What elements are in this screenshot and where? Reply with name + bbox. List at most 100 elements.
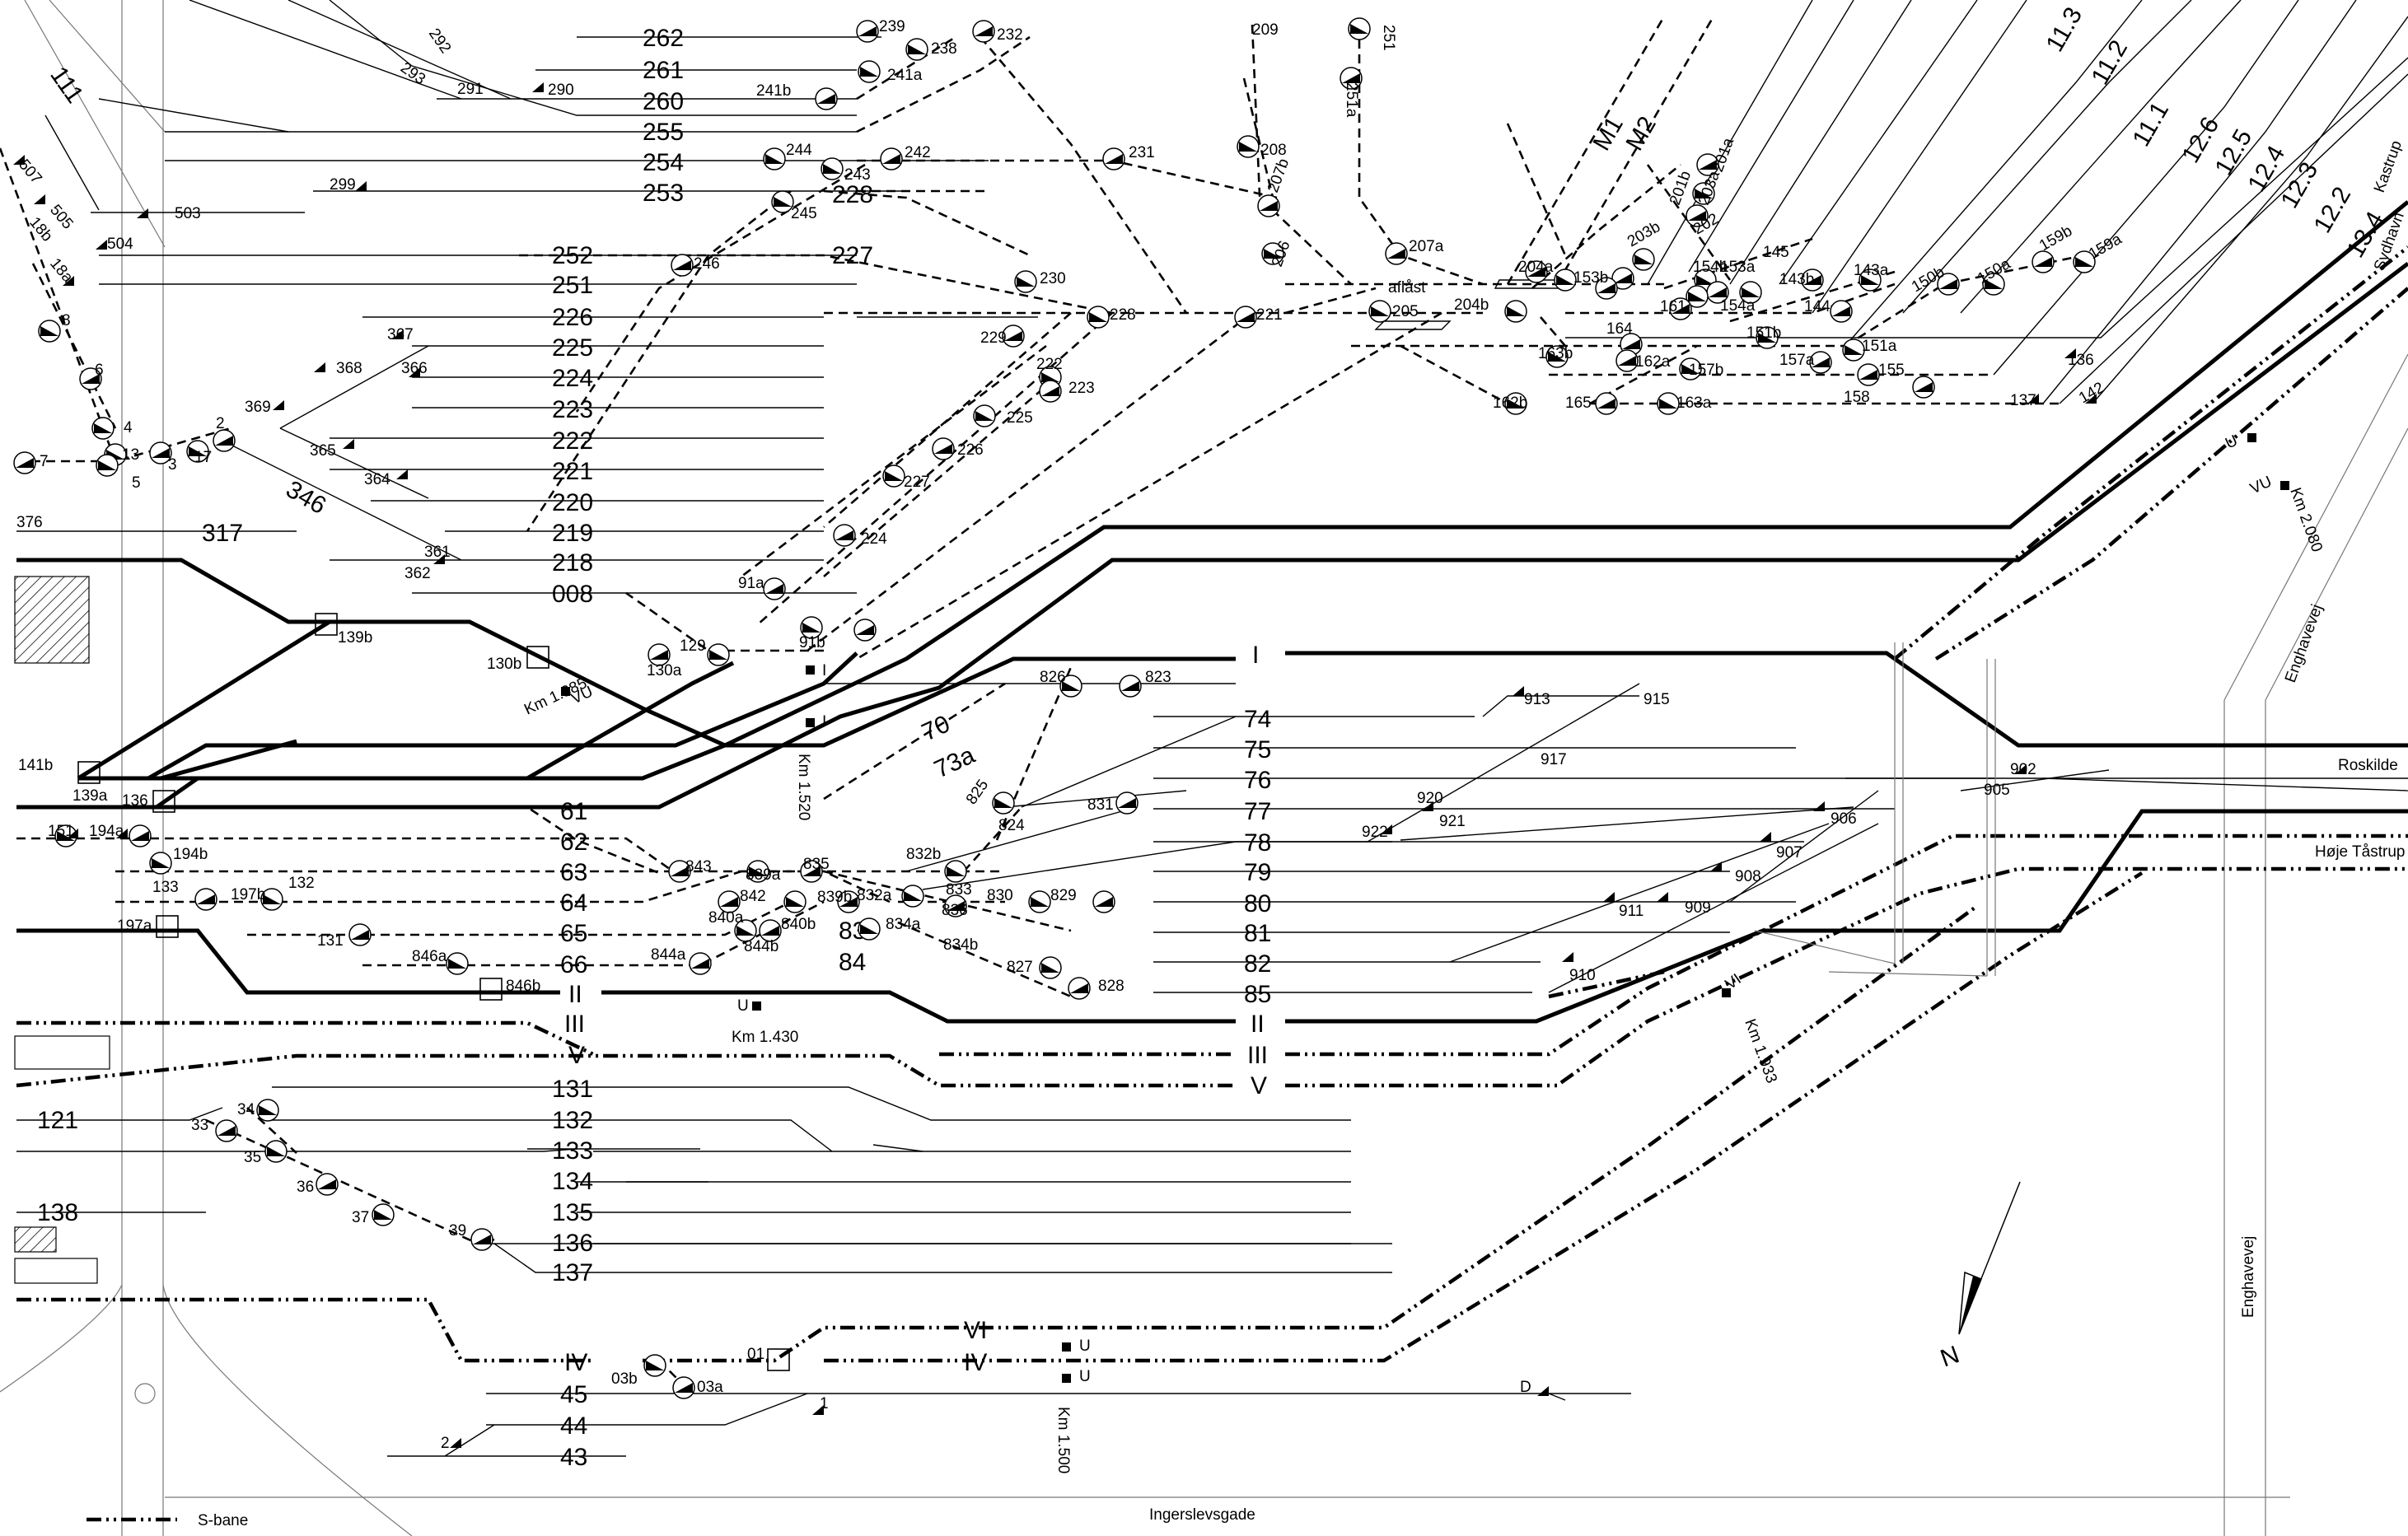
- switch-marker: [1504, 392, 1527, 415]
- switch-marker: [1937, 273, 1960, 296]
- switch-labels: 239 238 232 241a 241b 244 242 243 231 24…: [15, 18, 2125, 1452]
- switch-label: 197b: [231, 886, 265, 903]
- switch-label: 833: [946, 881, 972, 899]
- legend-s-bane-label: S-bane: [198, 1512, 248, 1529]
- switch-label: 368: [336, 360, 362, 377]
- lower-yard-tracks: [16, 1086, 1631, 1457]
- switch-marker: [1982, 273, 2005, 296]
- switch-marker: [1686, 285, 1709, 308]
- switch-label: 163b: [1538, 345, 1573, 362]
- switch-label: 6: [95, 362, 104, 379]
- km-marker-label: Km 1.933: [1741, 1017, 1780, 1086]
- switch-label: 836: [942, 902, 968, 919]
- track-label: 75: [1244, 736, 1271, 763]
- switch-label: 834b: [943, 936, 978, 954]
- switch-label: 03a: [697, 1379, 723, 1396]
- switch-marker: [1756, 326, 1779, 349]
- switch-marker: [215, 1119, 238, 1142]
- switch-label: 504: [107, 236, 133, 253]
- switch-label: 91b: [799, 634, 825, 651]
- switch-label: 154b: [1693, 259, 1728, 276]
- switch-marker: [671, 254, 694, 277]
- track-label: 70: [918, 710, 954, 746]
- switch-marker: [1842, 338, 1865, 362]
- switch-label: 226: [957, 441, 984, 459]
- switch-marker: [79, 367, 102, 390]
- km-marker-label: Km 1.430: [732, 1029, 798, 1046]
- north-arrow-icon: N: [1937, 1181, 2021, 1373]
- direction-triangle: [137, 208, 148, 218]
- switch-marker: [944, 860, 967, 883]
- direction-triangle: [433, 554, 445, 564]
- switch-label: 846a: [412, 948, 447, 965]
- switch-label: 907: [1776, 844, 1802, 861]
- switch-marker: [972, 20, 995, 43]
- switch-label: 201a: [1709, 135, 1737, 174]
- switch-marker: [194, 888, 217, 911]
- track-label: 11.3: [2041, 2, 2088, 56]
- switch-marker: [759, 919, 782, 942]
- switch-label: 293: [397, 59, 428, 88]
- switch-label: 241a: [887, 67, 923, 84]
- switch-label: 13: [122, 446, 139, 464]
- switch-marker: [38, 320, 61, 343]
- track-label: 12.2: [2308, 182, 2356, 237]
- direction-triangle: [273, 400, 284, 410]
- track-label: 43: [560, 1444, 587, 1471]
- switch-marker: [734, 919, 757, 942]
- switch-marker: [1092, 890, 1115, 913]
- switch-label: 36: [297, 1179, 314, 1196]
- switch-marker: [1830, 300, 1853, 323]
- vu-marker-label: VU: [2247, 473, 2275, 497]
- switch-marker: [213, 429, 236, 452]
- switch-label: 917: [1541, 751, 1567, 768]
- switch-marker: [771, 190, 794, 213]
- switch-label: 131: [317, 932, 344, 950]
- track-label: 73a: [930, 741, 980, 783]
- switch-marker: [1632, 248, 1655, 271]
- switch-label: 361: [424, 544, 451, 561]
- track-label: 136: [552, 1230, 593, 1257]
- switch-label: 139b: [338, 629, 372, 647]
- switch-label: 232: [997, 26, 1023, 44]
- switch-marker: [149, 441, 172, 465]
- track-label: 65: [560, 920, 587, 947]
- switch-marker: [264, 1140, 288, 1163]
- switch-label: 1: [820, 1395, 829, 1412]
- switch-marker: [1234, 306, 1257, 329]
- switch-label: 35: [244, 1149, 261, 1166]
- direction-triangle: [2027, 394, 2039, 404]
- track-label: I: [1252, 642, 1259, 669]
- track-label: II: [568, 981, 582, 1008]
- switch-label: 204b: [1454, 296, 1489, 314]
- track-label: 253: [643, 180, 684, 207]
- switch-label: 920: [1417, 790, 1443, 807]
- switch-marker: [1039, 380, 1062, 403]
- u-marker-label: U: [737, 997, 749, 1015]
- direction-triangle: [13, 155, 25, 165]
- switch-label: 365: [310, 442, 336, 460]
- switch-label: 292: [425, 26, 454, 57]
- u-marker-label: U: [1079, 1368, 1091, 1385]
- switch-marker: [800, 616, 823, 639]
- switch-label: 251a: [1343, 82, 1360, 118]
- switch-label: 151: [48, 823, 74, 840]
- switch-label: 159a: [2086, 231, 2125, 264]
- track-label: III: [1247, 1042, 1268, 1069]
- switch-marker: [1912, 376, 1935, 399]
- track-label: VI: [964, 1317, 987, 1344]
- switch-marker: [129, 824, 152, 847]
- switch-marker: [672, 1376, 695, 1399]
- switch-marker: [2073, 250, 2096, 273]
- switch-label: 826: [1040, 669, 1066, 686]
- destination-roskilde: Roskilde: [2338, 757, 2398, 774]
- direction-triangle: [409, 367, 420, 377]
- track-label: 135: [552, 1199, 593, 1226]
- switch-marker: [348, 923, 372, 946]
- switch-marker: [1059, 675, 1082, 698]
- street-labels: Enghavevej Enghavevej Ingerslevsgade: [1149, 602, 2326, 1524]
- switch-label: 203a: [1695, 168, 1723, 207]
- direction-triangle: [1562, 952, 1573, 962]
- switch-label: 241b: [756, 82, 791, 100]
- switch-marker: [763, 147, 786, 170]
